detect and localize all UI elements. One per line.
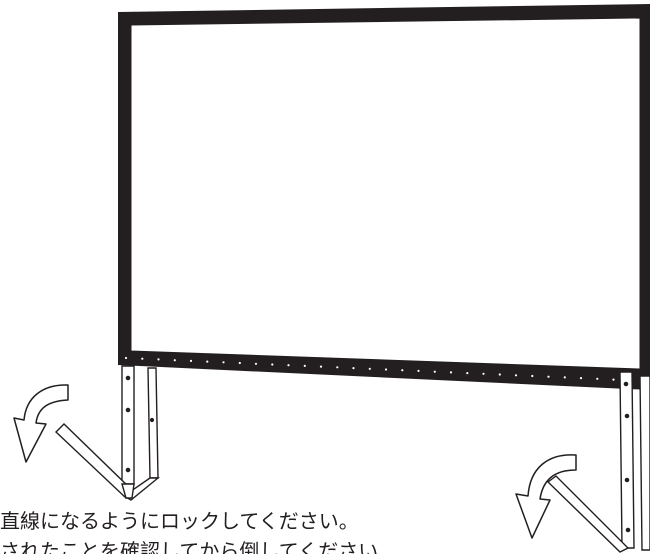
rivet xyxy=(254,362,258,365)
rivet xyxy=(449,371,453,374)
rivet xyxy=(368,367,371,370)
rivet xyxy=(287,364,290,367)
rivet xyxy=(271,363,274,366)
rivet xyxy=(482,372,485,375)
rivet xyxy=(206,360,209,363)
rivet xyxy=(173,359,176,362)
rivet xyxy=(222,361,225,364)
rivet xyxy=(352,367,355,370)
rivet xyxy=(384,368,388,371)
instruction-caption-line-1: 直線になるようにロックしてください。 xyxy=(0,509,359,533)
screen-frame xyxy=(118,4,650,390)
rivet xyxy=(579,377,583,380)
right-folding-leg xyxy=(546,371,650,553)
rivet xyxy=(596,377,599,380)
rivet xyxy=(189,359,193,362)
rivet xyxy=(498,373,501,376)
rivet xyxy=(563,376,566,379)
curved-down-arrow-icon xyxy=(13,384,69,463)
rivet xyxy=(514,374,518,377)
rivet xyxy=(141,357,144,360)
instruction-caption-line-2: されたことを確認してから倒してください xyxy=(0,539,379,554)
rivet xyxy=(157,358,160,361)
rivet xyxy=(547,375,550,378)
rivet xyxy=(303,364,306,367)
curved-down-arrow-icon xyxy=(515,454,577,539)
rivet xyxy=(466,372,469,375)
rivet xyxy=(238,361,241,365)
left-folding-leg xyxy=(54,365,160,501)
rivet xyxy=(417,369,420,372)
rivet xyxy=(124,356,128,360)
rivet xyxy=(531,374,534,378)
rivet xyxy=(319,365,323,368)
rivet xyxy=(612,378,615,381)
rivet xyxy=(336,366,339,369)
rivet xyxy=(433,370,436,373)
screen-surface xyxy=(130,17,641,370)
rivet xyxy=(401,369,404,372)
bottom-rail-rivets xyxy=(124,356,648,383)
